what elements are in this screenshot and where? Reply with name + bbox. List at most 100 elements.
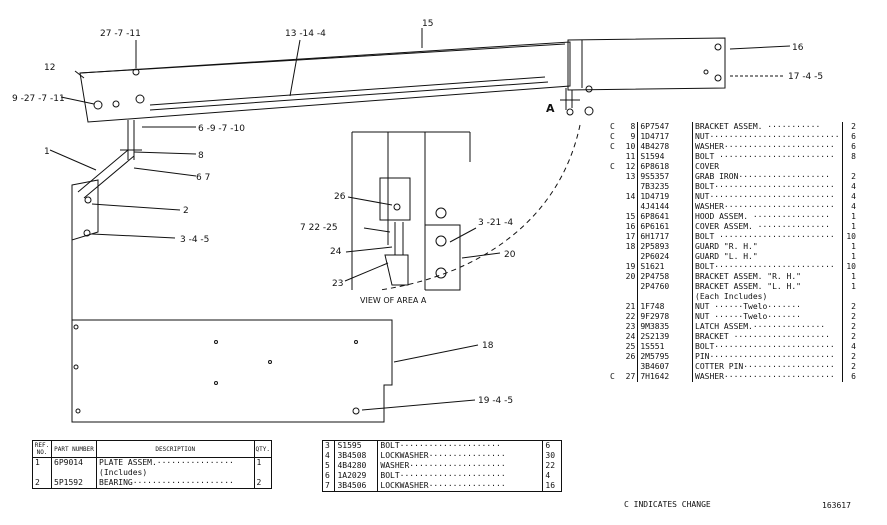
cell-ref: 13 (618, 172, 639, 182)
cell-mark (606, 202, 619, 212)
cell-mark: C (609, 372, 615, 381)
cell-part: S1621 (637, 262, 694, 272)
cell-desc: LOCKWASHER················ (377, 481, 544, 492)
cell-desc: COTTER PIN··················· (695, 362, 835, 371)
cell-part: 7H1642 (637, 372, 694, 382)
cell-part: 3B4506 (334, 481, 379, 492)
cell-ref: 14 (618, 192, 639, 202)
cell-qty: 10 (841, 232, 858, 242)
cell-ref (618, 202, 639, 212)
cell-desc: NUT ······Twelo······· (695, 302, 801, 311)
cell-desc: HOOD ASSEM. ················ (695, 212, 830, 221)
callout-3-4-5: 3 -4 -5 (180, 235, 209, 245)
callout-23: 23 (332, 279, 343, 289)
latch-area-a (560, 88, 580, 110)
cell-part: S1595 (334, 440, 379, 451)
cell-part: 2P4760 (637, 282, 694, 292)
cell-qty: 6 (542, 440, 562, 451)
cell-ref: 10 (618, 142, 639, 152)
cell-mark (606, 312, 619, 322)
cell-qty: 16 (542, 481, 562, 492)
cell-desc: BOLT························· (695, 182, 835, 191)
cell-desc: BRACKET ···················· (695, 332, 830, 341)
cell-qty (841, 162, 858, 172)
cell-ref: 15 (618, 212, 639, 222)
cell-desc: (Each Includes) (695, 292, 768, 301)
cell-ref: 5 (321, 461, 336, 471)
cell-mark (606, 342, 619, 352)
cell-mark (606, 322, 619, 332)
cell-qty: 2 (841, 332, 858, 342)
cell-part: 1A2029 (334, 471, 379, 481)
cell-qty: 30 (542, 451, 562, 461)
plate-assem-1 (77, 149, 135, 199)
cell-mark (606, 242, 619, 252)
callout-13-14-4: 13 -14 -4 (285, 29, 326, 39)
cell-mark (606, 212, 619, 222)
cell-desc: WASHER······················· (695, 142, 835, 151)
cell-ref: 21 (618, 302, 639, 312)
header-qty: QTY. (253, 440, 273, 458)
table-row: (Each Includes) (606, 292, 858, 302)
cell-part (51, 468, 97, 478)
cell-part: 2S2139 (637, 332, 694, 342)
cell-part: 1D4717 (637, 132, 694, 142)
cell-mark: C (609, 132, 615, 141)
cell-ref: 25 (618, 342, 639, 352)
cell-ref: 27 (618, 372, 639, 382)
cell-desc: BOLT························· (695, 262, 835, 271)
cell-part: 2P5893 (637, 242, 694, 252)
callout-6-9-7-10: 6 -9 -7 -10 (198, 124, 245, 134)
cell-part: 6P9014 (51, 457, 97, 468)
cell-part: 9S5357 (637, 172, 694, 182)
cell-desc: PLATE ASSEM.················ (96, 457, 255, 468)
cell-qty: 1 (841, 252, 858, 262)
callout-20: 20 (504, 250, 516, 260)
cell-part (637, 292, 694, 302)
cell-ref: 7 (321, 481, 336, 492)
cell-ref: 19 (618, 262, 639, 272)
cell-ref: 6 (321, 471, 336, 481)
cell-qty: 4 (841, 342, 858, 352)
cell-qty: 2 (253, 478, 273, 489)
cell-mark (606, 172, 619, 182)
cell-mark (606, 362, 619, 372)
cell-part: 7B3235 (637, 182, 694, 192)
cell-part: 1F748 (637, 302, 694, 312)
cell-qty: 4 (542, 471, 562, 481)
cell-mark (606, 352, 619, 362)
cell-part: 5P1592 (51, 478, 97, 489)
cover-16-outline (567, 37, 726, 91)
cell-qty: 6 (841, 132, 858, 142)
cell-part: 6P8618 (637, 162, 694, 172)
callout-26: 26 (334, 192, 346, 202)
cell-mark (606, 252, 619, 262)
table-row: (Includes) (32, 468, 273, 478)
cell-ref: 8 (618, 122, 639, 132)
cell-ref: 22 (618, 312, 639, 322)
callout-9-27-7-11: 9 -27 -7 -11 (12, 94, 65, 104)
drawing-number: 163617 (822, 501, 851, 510)
cell-desc: WASHER···················· (377, 461, 544, 471)
cell-mark (606, 332, 619, 342)
cell-part: 9F2978 (637, 312, 694, 322)
callout-7-22-25: 7 22 -25 (300, 223, 338, 233)
cell-desc: PIN·························· (695, 352, 835, 361)
cell-desc: BOLT ························ (695, 152, 835, 161)
